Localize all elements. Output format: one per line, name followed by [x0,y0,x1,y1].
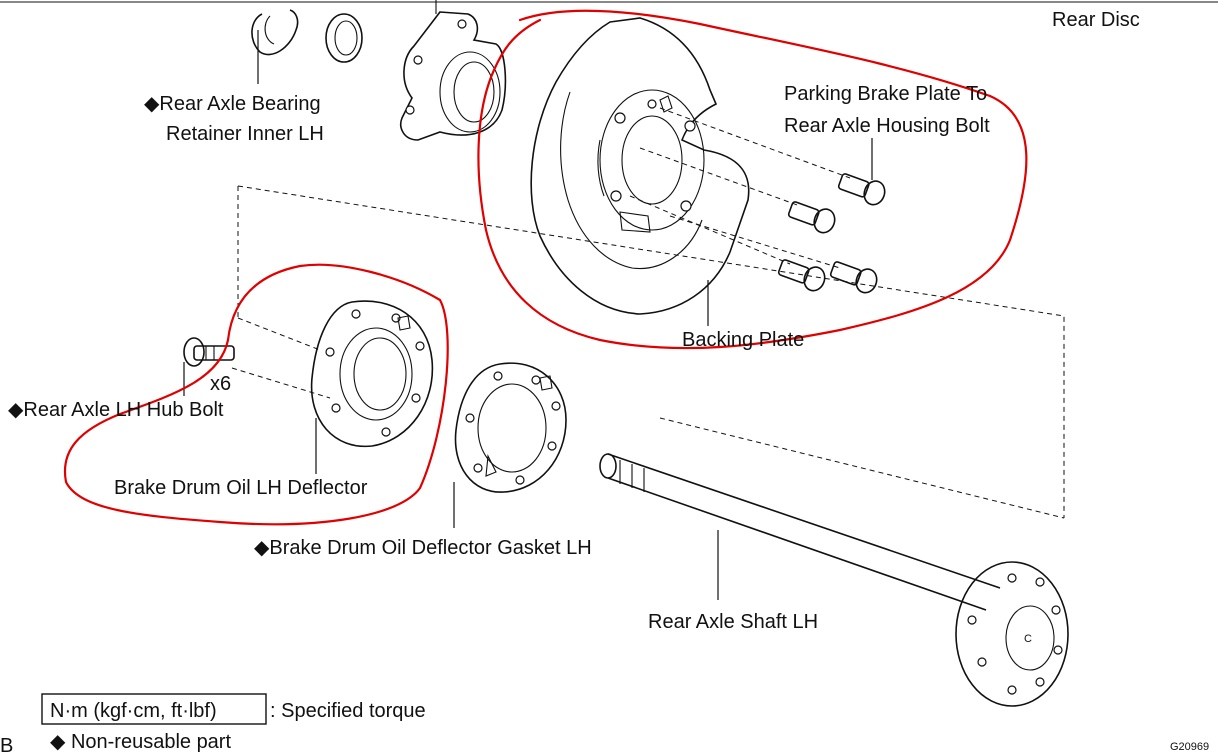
axle-shaft-part: C [599,453,1069,707]
leader-lines [183,30,873,600]
hub-bolt-part [183,337,235,367]
deflector-gasket-part [454,362,567,493]
label-hub-bolt-qty: x6 [210,373,231,395]
seal-ring-part [251,9,299,56]
label-deflector-gasket: ◆Brake Drum Oil Deflector Gasket LH [254,537,592,559]
torque-unit-box [41,693,267,725]
label-bearing-retainer-line1: ◆Rear Axle Bearing [144,93,321,115]
label-hub-bolt: ◆Rear Axle LH Hub Bolt [8,399,224,421]
red-annotation-oil-deflector [63,263,449,526]
page-letter: B [0,735,13,756]
label-backing-plate: Backing Plate [682,329,804,351]
figure-code: G20969 [1170,741,1209,753]
backing-plate-part [530,17,750,315]
label-bearing-retainer-line2: Retainer Inner LH [166,123,324,145]
legend-non-reusable: ◆ Non-reusable part [50,731,231,753]
label-axle-shaft: Rear Axle Shaft LH [648,611,818,633]
oil-deflector-part [310,300,434,448]
label-parking-bolt-line2: Rear Axle Housing Bolt [784,115,990,137]
label-oil-deflector: Brake Drum Oil LH Deflector [114,477,368,499]
legend: N·m (kgf·cm, ft·lbf) : Specified torque … [41,693,426,753]
parking-brake-bolts [777,173,886,294]
svg-text:C: C [1024,633,1032,645]
bearing-retainer-part [400,0,507,141]
label-parking-bolt-line1: Parking Brake Plate To [784,83,987,105]
legend-torque-unit: N·m (kgf·cm, ft·lbf) [50,700,217,722]
label-rear-disc: Rear Disc [1052,9,1140,31]
assembly-frame [231,107,1065,519]
red-annotation-backing-plate [477,9,1028,350]
legend-torque-desc: : Specified torque [270,700,426,722]
oil-seal-part [325,13,363,63]
